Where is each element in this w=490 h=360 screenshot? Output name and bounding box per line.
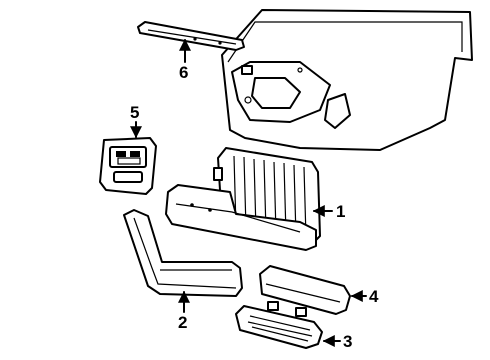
- part-6-trim-strip: [137, 21, 245, 63]
- part-1-trim-panel: [165, 147, 333, 251]
- part-2-armrest: [123, 209, 243, 313]
- door-inner-panel: [221, 9, 473, 151]
- callout-6: 6: [179, 63, 189, 82]
- part-3-armrest-base: [235, 301, 341, 349]
- callout-5: 5: [130, 103, 140, 122]
- part-5-switch-bezel: [99, 121, 157, 195]
- callout-1: 1: [336, 202, 346, 221]
- callout-2: 2: [178, 313, 188, 332]
- callout-4: 4: [369, 287, 379, 306]
- part-4-armrest-pad: [259, 265, 367, 315]
- callout-3: 3: [343, 332, 353, 351]
